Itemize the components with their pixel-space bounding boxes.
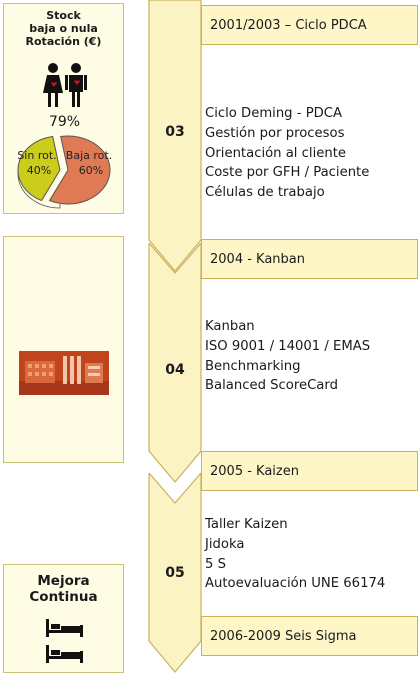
mejora-panel: Mejora Continua [3,564,124,673]
list-item: Balanced ScoreCard [205,378,338,394]
list-item: Gestión por procesos [205,125,345,141]
list-item: Benchmarking [205,358,301,374]
list-item: Coste por GFH / Paciente [205,165,370,181]
hospital-building-photo [19,351,109,395]
stage-header-04-text: 2004 - Kanban [210,251,305,267]
people-icon [43,63,87,107]
mejora-title-line1: Mejora [37,573,90,589]
stage-number-04: 04 [165,362,185,378]
list-item: Células de trabajo [205,185,325,201]
list-item: Ciclo Deming - PDCA [205,106,343,121]
stage-number-05: 05 [165,565,185,581]
stock-title-line2: baja o nula [29,22,98,35]
stage-header-06-text: 2006-2009 Seis Sigma [210,628,357,644]
pie-label-baja-rot: Baja rot. [66,149,112,162]
list-item: ISO 9001 / 14001 / EMAS [205,338,371,354]
stage-header-05: 2005 - Kaizen [201,451,418,491]
list-item: Orientación al cliente [205,145,346,161]
stock-title-line1: Stock [46,9,81,22]
pie-depth-edge [17,170,61,209]
stage-header-03-text: 2001/2003 – Ciclo PDCA [210,17,367,33]
building-panel [3,236,124,463]
stage-header-04: 2004 - Kanban [201,239,418,279]
pie-label-sin-rot: Sin rot. [17,149,56,162]
stage-items-03: Ciclo Deming - PDCA Gestión por procesos… [205,104,369,203]
list-item: Jidoka [205,536,245,552]
mejora-title-line2: Continua [29,589,98,605]
stock-title-line3: Rotación (€) [25,35,102,48]
stock-panel: Stock baja o nula Rotación (€) 79% Sin r… [3,3,124,214]
list-item: Autoevaluación UNE 66174 [205,576,386,592]
stock-percent: 79% [48,114,81,130]
pie-slice-baja-rot [48,135,111,205]
pie-slice-sin-rot [17,135,61,202]
stage-items-05: Taller Kaizen Jidoka 5 S Autoevaluación … [205,515,385,594]
stage-number-03: 03 [165,124,185,140]
bed-icon [46,619,83,637]
stock-pie-chart: Sin rot. 40% Baja rot. 60% [17,135,112,209]
stage-arrow-03 [148,0,202,272]
bed-icon [46,645,83,663]
list-item: Kanban [205,319,255,334]
list-item: Taller Kaizen [205,517,288,532]
stage-items-04: Kanban ISO 9001 / 14001 / EMAS Benchmark… [205,317,370,396]
list-item: 5 S [205,556,226,572]
stage-header-06: 2006-2009 Seis Sigma [201,616,418,656]
stage-header-05-text: 2005 - Kaizen [210,463,299,479]
pie-value-baja-rot: 60% [79,164,103,177]
stage-header-03: 2001/2003 – Ciclo PDCA [201,5,418,45]
pie-value-sin-rot: 40% [27,164,51,177]
